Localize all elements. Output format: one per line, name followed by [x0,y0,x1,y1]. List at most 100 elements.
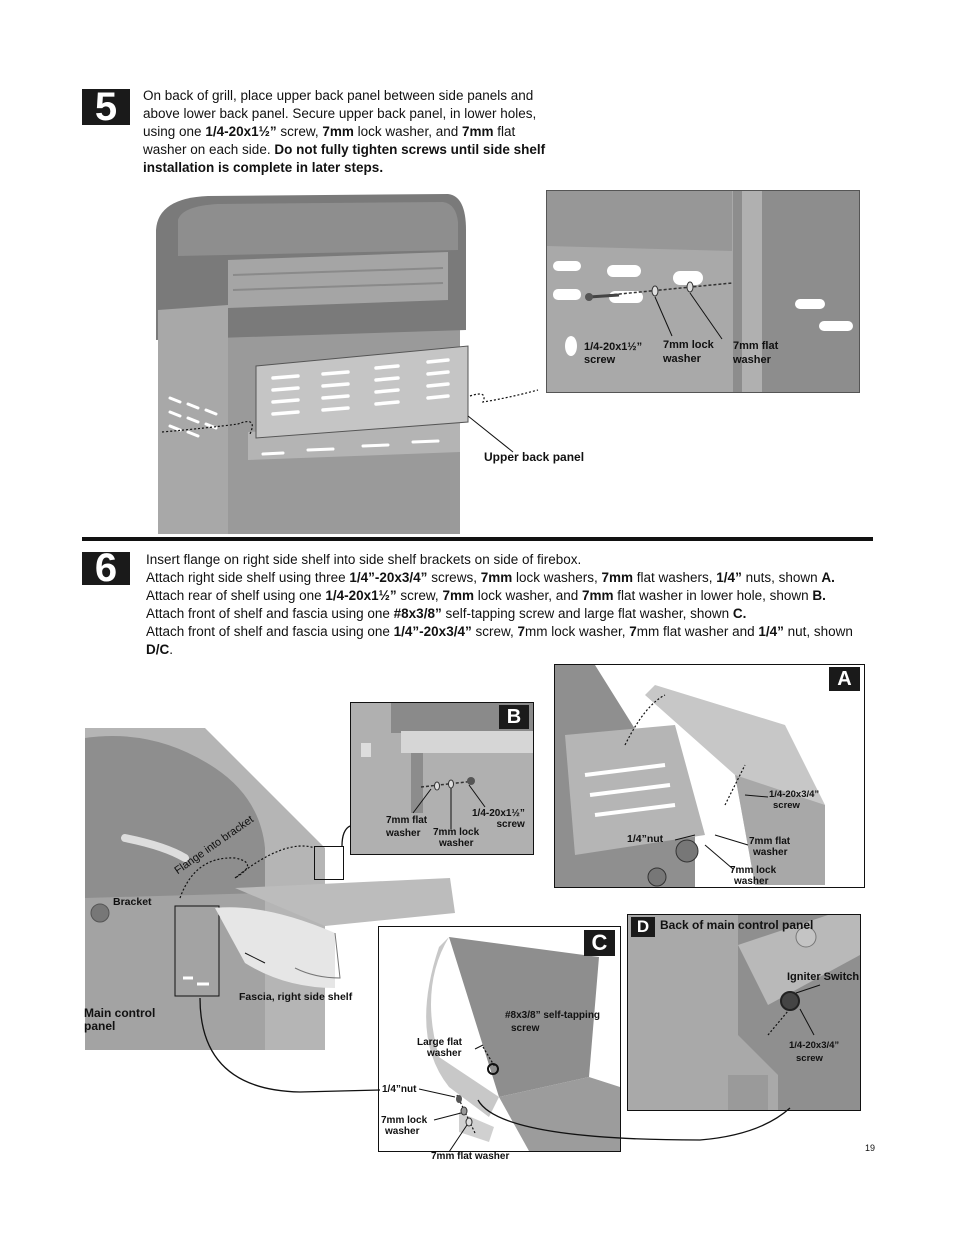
detail-a-lock-washer-line2: washer [734,876,769,887]
text-run: screws, [427,570,481,585]
text-run: 1/4-20x1½” [205,124,277,139]
text-run: Do not fully tighten screws until side s… [274,142,546,157]
text-run: using one [143,124,206,139]
text-run: 7mm [480,570,513,585]
detail-a-badge: A [829,667,860,691]
text-run: #8x3/8” [393,606,442,621]
detail-c-large-washer-line1: Large flat [417,1037,463,1048]
step6-line-2: Attach right side shelf using three 1/4”… [146,569,876,587]
detail-a-lock-washer-line1: 7mm lock [730,865,777,876]
step5-line-1: On back of grill, place upper back panel… [143,87,563,105]
text-run: On back of grill, place upper back panel… [143,88,534,103]
text-run: 7 [629,624,637,639]
text-run: 1/4” [758,624,784,639]
detail-c-large-washer-line2: washer [427,1048,462,1059]
detail-c-large-washer-label: Large flat washer [417,1037,462,1059]
step5-line-2: above lower back panel. Secure upper bac… [143,105,563,123]
step-5-detail-inset [546,190,860,393]
step6-line-4: Attach front of shelf and fascia using o… [146,605,876,623]
detail-screw-label-line1: 1/4-20x1½” [584,341,643,353]
detail-a-flat-washer-label: 7mm flat washer [749,836,790,858]
detail-a-screw-label: 1/4-20x3/4” screw [769,789,819,811]
text-run: nuts, shown [741,570,822,585]
text-run: Insert flange on right side shelf into s… [146,552,582,567]
main-control-panel-label-line1: Main control [84,1006,156,1020]
step-6-instructions: Insert flange on right side shelf into s… [146,551,876,659]
grill-back-drawing [148,190,544,534]
text-run: 1/4-20x1½” [325,588,397,603]
detail-a-drawing [555,665,864,887]
step5-line-5: installation is complete in later steps. [143,159,563,177]
step-5-detail-drawing [547,191,859,392]
text-run: . [169,642,174,657]
text-run: lock washers, [512,570,602,585]
detail-c-badge: C [584,930,615,956]
detail-c-lock-washer-label: 7mm lock washer [381,1115,427,1137]
text-run: 1/4”-20x3/4” [393,624,472,639]
detail-c-tapping-screw-label: #8x3/8” self-tapping screw [505,1010,600,1034]
detail-flat-washer-label-line1: 7mm flat [733,340,779,352]
fascia-label: Fascia, right side shelf [239,991,353,1003]
detail-d-drawing [628,915,860,1110]
callout-box-b [314,846,344,880]
detail-b-flat-washer-line2: washer [386,828,421,839]
text-run: 7mm [601,570,634,585]
text-run: C. [732,606,747,621]
detail-c-lock-washer-line1: 7mm lock [381,1115,428,1126]
text-run: washer on each side. [143,142,275,157]
page-number: 19 [865,1143,876,1153]
detail-d-igniter-label: Igniter Switch [787,971,860,983]
step6-line-5: Attach front of shelf and fascia using o… [146,623,876,659]
grill-back-illustration [148,190,544,534]
upper-back-panel-label: Upper back panel [484,450,585,464]
text-run: flat [493,124,516,139]
detail-screw-label: 1/4-20x1½” screw [584,342,642,366]
detail-c-tapping-screw-line2: screw [511,1023,540,1034]
step-5-number: 5 [82,87,130,127]
text-run: above lower back panel. Secure upper bac… [143,106,537,121]
detail-c-drawing [379,927,620,1151]
text-run: lock washer, and [353,124,462,139]
section-divider [82,537,873,541]
detail-c-tapping-screw-line1: #8x3/8” self-tapping [505,1010,601,1021]
detail-d-screw-label: 1/4-20x3/4” screw [789,1040,839,1064]
text-run: screw, [276,124,323,139]
text-run: D/C [146,642,170,657]
text-run: 7mm [442,588,474,603]
step6-line-3: Attach rear of shelf using one 1/4-20x1½… [146,587,876,605]
detail-d-title: Back of main control panel [660,918,814,932]
text-run: mm flat washer and [636,624,759,639]
step6-line-1: Insert flange on right side shelf into s… [146,551,876,569]
text-run: Attach front of shelf and fascia using o… [146,624,394,639]
detail-b-badge: B [499,705,529,729]
detail-a-screw-line2: screw [773,800,800,811]
detail-c-inset [378,926,621,1152]
step5-line-3: using one 1/4-20x1½” screw, 7mm lock was… [143,123,563,141]
detail-flat-washer-label: 7mm flat washer [733,341,778,366]
detail-a-inset [554,664,865,888]
detail-a-lock-washer-label: 7mm lock washer [730,865,776,887]
text-run: flat washers, [633,570,717,585]
detail-b-flat-washer-label: 7mm flat washer [386,815,427,839]
detail-b-screw-line2: screw [496,819,525,830]
detail-c-lock-washer-line2: washer [385,1126,420,1137]
text-run: 7mm [461,124,494,139]
bracket-label: Bracket [113,896,152,908]
step-6-number: 6 [82,548,130,588]
detail-screw-label-line2: screw [584,354,616,366]
text-run: mm lock washer, [525,624,630,639]
detail-b-screw-label: 1/4-20x1½” screw [472,808,525,830]
detail-a-flat-washer-line1: 7mm flat [749,836,791,847]
text-run: Attach front of shelf and fascia using o… [146,606,394,621]
main-control-panel-label-line2: panel [84,1019,116,1033]
detail-b-lock-washer-label: 7mm lock washer [433,827,479,849]
text-run: nut, shown [783,624,853,639]
main-control-panel-label: Main control panel [84,1006,156,1033]
detail-b-lock-washer-line2: washer [439,838,474,849]
step-5-instructions: On back of grill, place upper back panel… [143,87,563,177]
detail-lock-washer-label-line2: washer [663,353,701,365]
text-run: 7 [517,624,525,639]
detail-a-screw-line1: 1/4-20x3/4” [769,789,820,800]
detail-lock-washer-label-line1: 7mm lock [663,339,714,351]
